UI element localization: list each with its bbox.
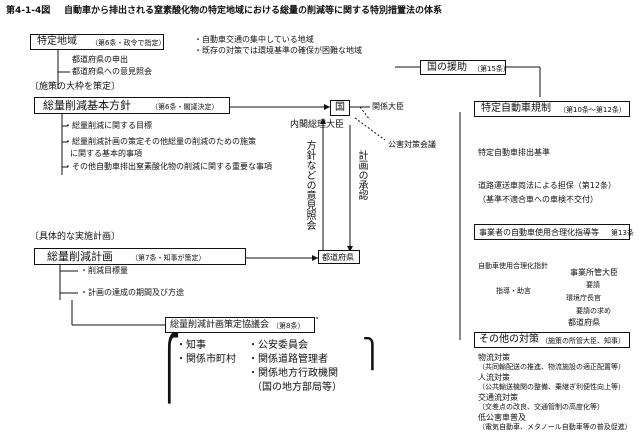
sori-daijin: 内閣総理大臣 bbox=[290, 120, 345, 130]
business-use-label: 事業者の自動車使用合理化指導等 bbox=[479, 228, 599, 237]
plan-item-1: ・削減目標量 bbox=[80, 266, 128, 275]
business-use-note: 第13条 bbox=[611, 229, 634, 237]
policy-item-1: ・総量削減に関する目標 bbox=[64, 121, 152, 130]
pref-request: 都道府県の申出 bbox=[72, 55, 128, 64]
opinion-vertical: 方針などの意見照会 bbox=[304, 140, 315, 230]
council-member-police: ・公安委員会 bbox=[248, 340, 308, 351]
right-pref: 都道府県 bbox=[568, 318, 600, 327]
kuni-box: 国 bbox=[330, 100, 350, 116]
reduction-plan-note: （第7条・知事が策定） bbox=[131, 254, 206, 262]
council-member-local-admin-note: （国の地方部局等） bbox=[252, 382, 342, 393]
reduction-plan-label: 総量削減計画 bbox=[47, 250, 113, 263]
tokutei-chiiki-label: 特定地域 bbox=[37, 36, 77, 47]
figure-number: 第4-1-4図 bbox=[6, 6, 51, 16]
kuni-label: 国 bbox=[335, 102, 345, 113]
council-box: 総量削減計画策定協議会 （第8条） bbox=[165, 317, 315, 333]
other-item-2-sub: （公共輸送機関の整備、乗継ぎ利便性向上等） bbox=[478, 383, 625, 391]
left-brace: ⎧ bbox=[158, 334, 181, 404]
shisaku-heading: 〔施策の大枠を策定〕 bbox=[30, 82, 121, 92]
other-label: その他の対策 bbox=[479, 334, 539, 345]
right-column bbox=[470, 97, 634, 427]
plan-item-2: ・計画の達成の期間及び方途 bbox=[80, 288, 184, 297]
todofuken-label: 都道府県 bbox=[322, 253, 354, 262]
council-member-local-admin: ・関係地方行政機関 bbox=[248, 368, 338, 379]
guideline: 自動車使用合理化指針 bbox=[478, 262, 548, 270]
council-note: （第8条） bbox=[272, 322, 305, 330]
policy-item-2: ・総量削減計画の策定その他総量の削減のための施策 bbox=[64, 137, 256, 146]
basic-policy-note: （第6条・閣議決定） bbox=[151, 103, 219, 111]
other-box: その他の対策 （施策の所管大臣、知事） bbox=[474, 332, 630, 348]
guidance: 指導・助言 bbox=[496, 287, 531, 295]
council-member-governor: ・知事 bbox=[176, 340, 206, 351]
approval-vertical: 計画の承認 bbox=[356, 150, 367, 200]
kuni-support-label: 国の援助 bbox=[427, 62, 467, 73]
policy-item-2-cont: に関する基本的事項 bbox=[70, 149, 142, 158]
other-item-2: 人流対策 bbox=[478, 373, 510, 382]
tokutei-reason-2: ・既存の対策では環境基準の確保が困難な地域 bbox=[194, 46, 362, 55]
vehicle-reg-label: 特定自動車規制 bbox=[481, 103, 551, 114]
tokutei-chiiki-box: 特定地域 （第6条・政令で指定） bbox=[30, 34, 166, 50]
tokutei-chiiki-note: （第6条・政令で指定） bbox=[91, 39, 166, 47]
figure-title: 自動車から排出される窒素酸化物の特定地域における総量の削減等に関する特別措置法の… bbox=[64, 6, 443, 16]
basic-policy-label: 総量削減基本方針 bbox=[43, 99, 131, 112]
gutai-heading: 〔具体的な実施計画〕 bbox=[30, 232, 121, 242]
request-1: 要請 bbox=[586, 281, 600, 289]
road-transport-2: （基準不適合車への車検不交付） bbox=[478, 195, 598, 204]
business-use-box: 事業者の自動車使用合理化指導等 第13条 bbox=[474, 224, 634, 240]
road-transport-1: 道路運送車両法による担保（第12条） bbox=[478, 181, 616, 190]
agency: 環境庁長官 bbox=[566, 294, 601, 302]
other-item-1-sub: （共同輸配送の推進、物流施設の適正配置等） bbox=[478, 363, 625, 371]
other-item-4: 低公害車普及 bbox=[478, 413, 526, 422]
emission-std: 特定自動車排出基準 bbox=[478, 148, 550, 157]
kuni-support-box: 国の援助 （第15条） bbox=[420, 60, 510, 75]
request-2: 要請の求め bbox=[576, 307, 611, 315]
other-item-3: 交通流対策 bbox=[478, 393, 518, 402]
todofuken-box: 都道府県 bbox=[318, 250, 360, 264]
council-label: 総量削減計画策定協議会 bbox=[170, 320, 270, 330]
other-item-3-sub: （交差点の改良、交通管制の高度化等） bbox=[478, 403, 604, 411]
right-brace: ⎫ bbox=[362, 337, 383, 370]
minister: 事業所管大臣 bbox=[570, 268, 618, 277]
vehicle-reg-note: （第10条～第12条） bbox=[559, 106, 626, 114]
basic-policy-box: 総量削減基本方針 （第6条・閣議決定） bbox=[34, 97, 230, 114]
kogai-council: 公害対策会議 bbox=[388, 140, 436, 149]
tokutei-reason-1: ・自動車交通の集中している地域 bbox=[194, 35, 314, 44]
vehicle-reg-box: 特定自動車規制 （第10条～第12条） bbox=[474, 101, 630, 117]
kuni-support-note: （第15条） bbox=[473, 65, 510, 73]
other-note: （施策の所管大臣、知事） bbox=[541, 337, 625, 345]
reduction-plan-box: 総量削減計画 （第7条・知事が策定） bbox=[34, 248, 246, 265]
pref-consult: 都道府県への意見照会 bbox=[72, 67, 152, 76]
other-item-4-sub: （電気自動車、メタノール自動車等の普及促進） bbox=[478, 423, 632, 431]
kankei-daijin: 関係大臣 bbox=[372, 102, 404, 111]
council-member-road: ・関係道路管理者 bbox=[248, 354, 328, 365]
other-item-1: 物流対策 bbox=[478, 353, 510, 362]
policy-item-3: ・その他自動車排出窒素酸化物の削減に関する重要な事項 bbox=[64, 162, 272, 171]
council-member-municipal: ・関係市町村 bbox=[176, 354, 236, 365]
